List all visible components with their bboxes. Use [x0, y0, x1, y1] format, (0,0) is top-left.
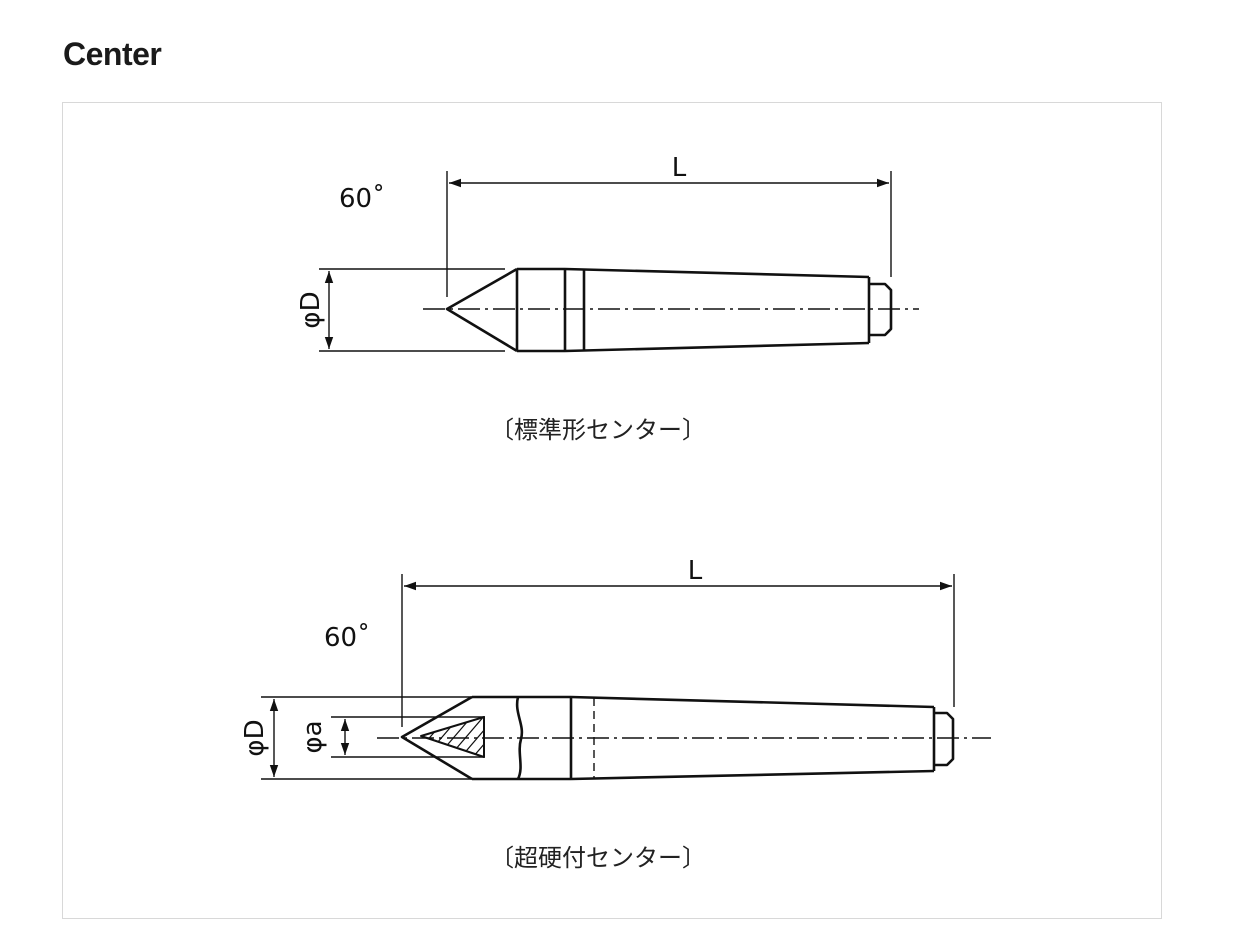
length-label-2: L: [688, 556, 703, 586]
taper-top: [564, 267, 870, 279]
diameter-label-2: φD: [240, 719, 270, 756]
diameter-dimension-2: φD: [240, 696, 481, 780]
standard-center-body: [445, 267, 893, 353]
tang-end-2: [934, 711, 955, 767]
page-title: Center: [63, 36, 162, 72]
figure-frame: L 60˚ φD: [62, 102, 1162, 919]
standard-center-caption: 〔標準形センター〕: [490, 416, 706, 444]
taper-bottom: [564, 341, 870, 353]
taper-bottom-2: [570, 769, 935, 781]
tip-diameter-label: φa: [298, 720, 328, 753]
carbide-center-caption: 〔超硬付センター〕: [490, 844, 706, 872]
length-label: L: [672, 153, 687, 183]
diameter-dimension: φD: [296, 268, 505, 352]
taper-top-2: [570, 695, 935, 709]
break-line: [515, 696, 524, 780]
carbide-tipped-center-drawing: L 60˚ φD φa: [240, 556, 991, 872]
length-dimension: L: [446, 153, 892, 297]
point-cone-2: [400, 695, 473, 781]
angle-label-2: 60˚: [324, 623, 370, 653]
carbide-tip: [420, 716, 485, 758]
length-dimension-2: L: [401, 556, 955, 727]
angle-label: 60˚: [339, 184, 385, 214]
diameter-label: φD: [296, 291, 326, 328]
tip-diameter-dimension: φa: [298, 716, 485, 758]
carbide-center-body: [400, 695, 955, 781]
point-cone: [445, 267, 518, 353]
standard-center-drawing: L 60˚ φD: [296, 153, 919, 444]
